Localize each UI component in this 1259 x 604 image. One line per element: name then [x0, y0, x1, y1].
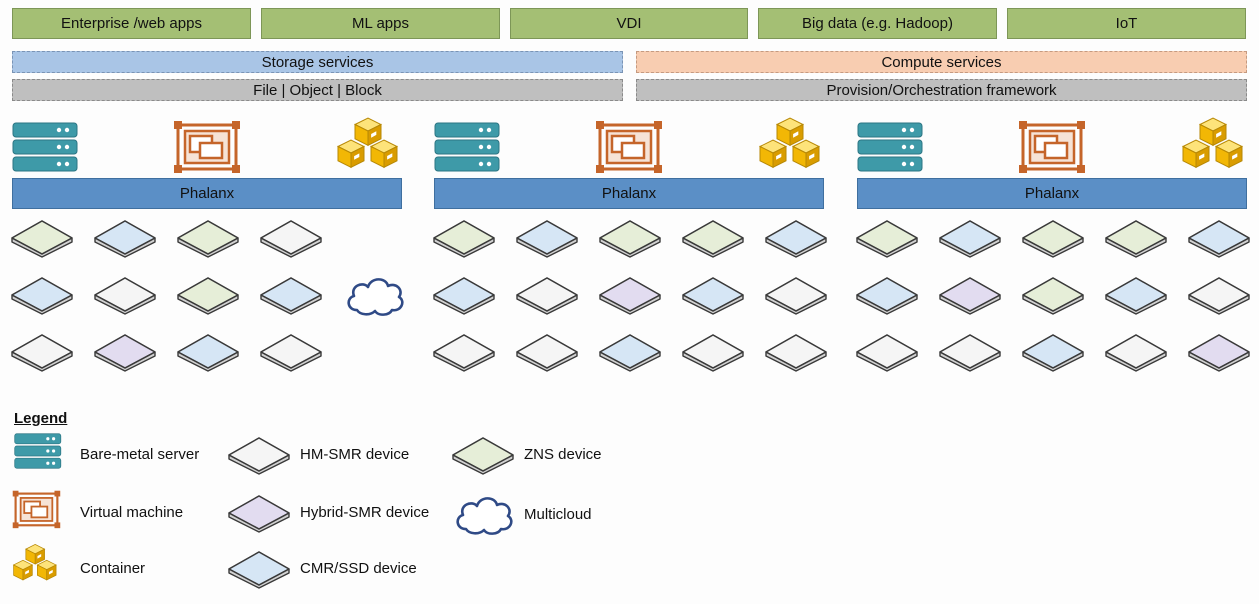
cmr-ssd-device-icon: [764, 219, 828, 264]
phalanx-label: Phalanx: [601, 185, 657, 202]
virtual-machine-icon: [1018, 120, 1086, 179]
app-box-iot: IoT: [1007, 8, 1246, 39]
zns-device-icon: [1104, 219, 1168, 264]
legend-label-multicloud: Multicloud: [524, 506, 592, 523]
app-box-big-data: Big data (e.g. Hadoop): [758, 8, 997, 39]
hm-smr-device-icon: [681, 333, 745, 378]
app-label: VDI: [616, 15, 642, 32]
app-box-enterprise-web: Enterprise /web apps: [12, 8, 251, 39]
storage-services-bar: Storage services: [12, 51, 623, 73]
zns-device-icon: [176, 276, 240, 321]
hm-smr-device-icon: [515, 276, 579, 321]
cmr-ssd-device-icon: [681, 276, 745, 321]
cmr-ssd-device-icon: [259, 276, 323, 321]
cmr-ssd-device-icon: [598, 333, 662, 378]
bare-metal-server-icon: [434, 122, 500, 177]
hm-smr-device-icon: [515, 333, 579, 378]
cmr-ssd-device-icon: [1187, 219, 1251, 264]
app-label: Enterprise /web apps: [61, 15, 202, 32]
legend-label-bare-metal: Bare-metal server: [80, 446, 200, 463]
hm-smr-device-icon: [432, 333, 496, 378]
cmr-ssd-device-icon: [432, 276, 496, 321]
compute-services-label: Compute services: [881, 53, 1002, 71]
hm-smr-device-icon: [1187, 276, 1251, 321]
phalanx-label: Phalanx: [179, 185, 235, 202]
legend-label-cmr-ssd: CMR/SSD device: [300, 560, 417, 577]
bare-metal-server-icon: [14, 433, 80, 488]
legend-label-container: Container: [80, 560, 146, 577]
hm-smr-device-icon: [227, 436, 291, 481]
zns-device-icon: [598, 219, 662, 264]
provision-orchestration-label: Provision/Orchestration framework: [826, 81, 1057, 99]
app-label: ML apps: [352, 15, 409, 32]
cmr-ssd-device-icon: [938, 219, 1002, 264]
cmr-ssd-device-icon: [1104, 276, 1168, 321]
provision-orchestration-bar: Provision/Orchestration framework: [636, 79, 1247, 101]
legend-label-hybrid-smr: Hybrid-SMR device: [300, 504, 430, 521]
phalanx-bar-2: Phalanx: [434, 178, 824, 209]
container-icon: [333, 116, 403, 177]
hm-smr-device-icon: [764, 276, 828, 321]
zns-device-icon: [1021, 276, 1085, 321]
bare-metal-server-icon: [857, 122, 923, 177]
cmr-ssd-device-icon: [93, 219, 157, 264]
hm-smr-device-icon: [259, 219, 323, 264]
app-label: Big data (e.g. Hadoop): [802, 15, 953, 32]
zns-device-icon: [176, 219, 240, 264]
file-object-block-bar: File | Object | Block: [12, 79, 623, 101]
legend-label-virtual-machine: Virtual machine: [80, 504, 184, 521]
storage-services-label: Storage services: [261, 53, 374, 71]
app-box-vdi: VDI: [510, 8, 748, 39]
compute-services-bar: Compute services: [636, 51, 1247, 73]
legend-label-zns: ZNS device: [524, 446, 602, 463]
phalanx-bar-3: Phalanx: [857, 178, 1247, 209]
hybrid-smr-device-icon: [1187, 333, 1251, 378]
cmr-ssd-device-icon: [855, 276, 919, 321]
hm-smr-device-icon: [259, 333, 323, 378]
app-box-ml: ML apps: [261, 8, 500, 39]
zns-device-icon: [10, 219, 74, 264]
cmr-ssd-device-icon: [1021, 333, 1085, 378]
container-icon: [755, 116, 825, 177]
multicloud-icon: [452, 491, 516, 542]
cmr-ssd-device-icon: [176, 333, 240, 378]
virtual-machine-icon: [12, 490, 80, 549]
hm-smr-device-icon: [1104, 333, 1168, 378]
virtual-machine-icon: [173, 120, 241, 179]
app-label: IoT: [1115, 15, 1138, 32]
cmr-ssd-device-icon: [227, 550, 291, 595]
hybrid-smr-device-icon: [93, 333, 157, 378]
hm-smr-device-icon: [764, 333, 828, 378]
container-icon: [10, 543, 80, 604]
zns-device-icon: [432, 219, 496, 264]
bare-metal-server-icon: [12, 122, 78, 177]
hybrid-smr-device-icon: [938, 276, 1002, 321]
zns-device-icon: [855, 219, 919, 264]
hm-smr-device-icon: [93, 276, 157, 321]
hm-smr-device-icon: [938, 333, 1002, 378]
multicloud-icon: [343, 272, 407, 323]
phalanx-label: Phalanx: [1024, 185, 1080, 202]
phalanx-bar-1: Phalanx: [12, 178, 402, 209]
container-icon: [1178, 116, 1248, 177]
legend-title: Legend: [14, 410, 68, 427]
zns-device-icon: [451, 436, 515, 481]
legend-label-hm-smr: HM-SMR device: [300, 446, 410, 463]
zns-device-icon: [1021, 219, 1085, 264]
hm-smr-device-icon: [855, 333, 919, 378]
virtual-machine-icon: [595, 120, 663, 179]
hybrid-smr-device-icon: [598, 276, 662, 321]
hybrid-smr-device-icon: [227, 494, 291, 539]
hm-smr-device-icon: [10, 333, 74, 378]
zns-device-icon: [681, 219, 745, 264]
file-object-block-label: File | Object | Block: [253, 81, 382, 99]
cmr-ssd-device-icon: [515, 219, 579, 264]
cmr-ssd-device-icon: [10, 276, 74, 321]
